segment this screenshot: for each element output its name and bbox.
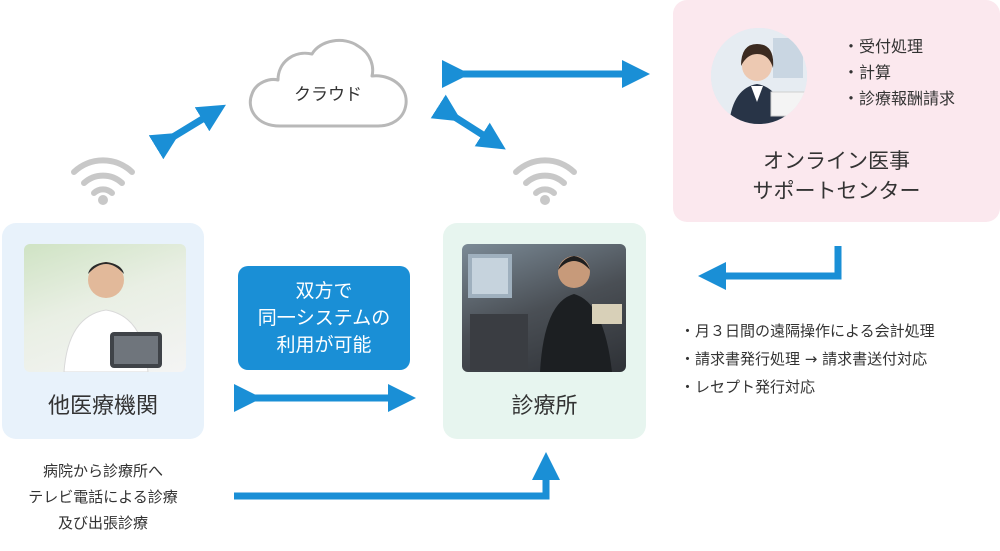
clinic-label: 診療所 — [511, 394, 578, 419]
operator-photo — [711, 28, 807, 124]
doctor-photo — [24, 244, 186, 372]
shared-system-line3: 利用が可能 — [276, 334, 372, 356]
wifi-icon-hospital — [71, 157, 135, 205]
wifi-icon-clinic — [513, 157, 577, 205]
cloud-icon — [248, 38, 408, 128]
support-center-title-line1: オンライン医事 — [763, 149, 910, 173]
support-center-title-line2: サポートセンター — [752, 179, 921, 203]
telemedicine-note: 病院から診療所へ テレビ電話による診療 及び出張診療 — [0, 458, 206, 536]
telemedicine-note-line3: 及び出張診療 — [57, 514, 148, 532]
shared-system-line1: 双方で — [295, 280, 353, 302]
arrow-hospital-to-clinic-telemedicine — [234, 452, 560, 500]
arrow-hospital-cloud — [148, 104, 226, 160]
clinic-photo — [462, 244, 626, 372]
arrow-center-to-services — [698, 246, 842, 290]
arrow-cloud-clinic — [430, 94, 506, 150]
center-task-item: 受付処理 — [843, 34, 955, 60]
remote-service-item: 月３日間の遠隔操作による会計処理 — [680, 317, 935, 345]
remote-services-list: 月３日間の遠隔操作による会計処理 請求書発行処理 → 請求書送付対応 レセプト発… — [680, 317, 935, 401]
hospital-label: 他医療機関 — [47, 394, 158, 419]
telemedicine-note-line2: テレビ電話による診療 — [28, 488, 178, 506]
remote-service-item: レセプト発行対応 — [680, 373, 935, 401]
shared-system-badge: 双方で 同一システムの 利用が可能 — [238, 266, 410, 370]
center-task-item: 計算 — [843, 60, 955, 86]
remote-service-item: 請求書発行処理 → 請求書送付対応 — [680, 345, 935, 373]
shared-system-line2: 同一システムの — [257, 307, 391, 329]
support-center-title: オンライン医事 サポートセンター — [673, 146, 1000, 206]
telemedicine-note-line1: 病院から診療所へ — [42, 462, 163, 480]
center-task-list: 受付処理 計算 診療報酬請求 — [843, 34, 955, 112]
center-task-item: 診療報酬請求 — [843, 86, 955, 112]
cloud-label: クラウド — [294, 85, 362, 105]
